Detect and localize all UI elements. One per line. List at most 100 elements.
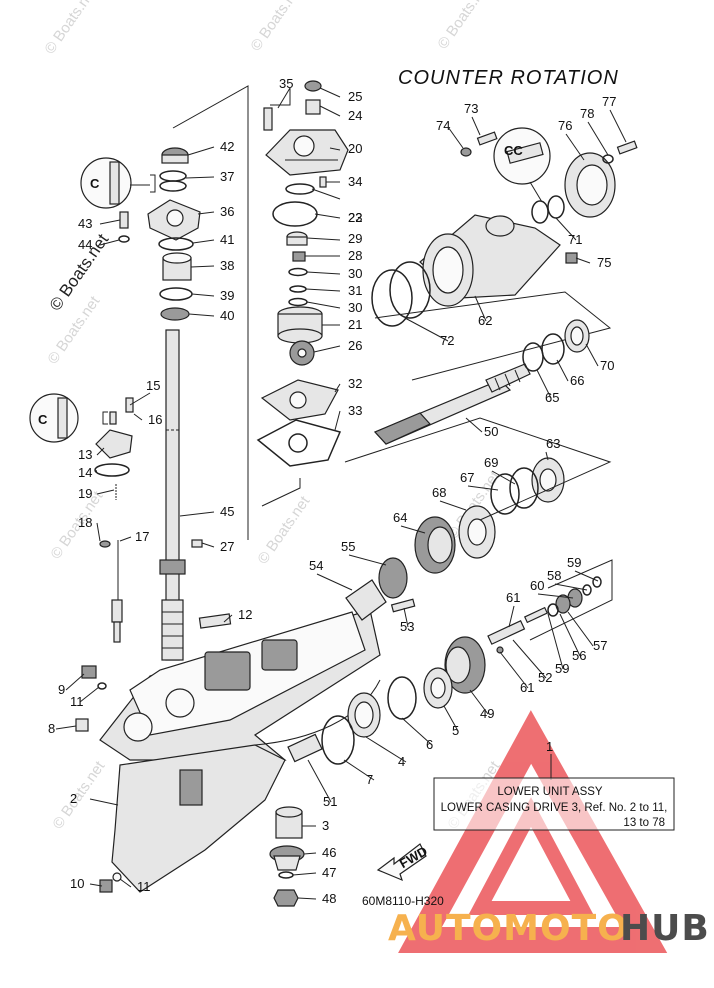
part-number-label: 17 — [135, 529, 149, 544]
part-number-label: 60 — [530, 578, 544, 593]
leader-line — [188, 313, 215, 317]
part-number-label: 11 — [70, 694, 84, 709]
water-pump-group — [256, 80, 349, 507]
leader-line — [297, 897, 317, 900]
part-number-label: 69 — [484, 455, 498, 470]
part-number-label: 76 — [558, 118, 572, 133]
prop-shaft-group — [344, 319, 612, 574]
leader-line — [306, 271, 341, 275]
note-line3: 13 to 78 — [623, 817, 665, 829]
part-number-label: 27 — [220, 539, 234, 554]
part-number-label: 48 — [322, 891, 336, 906]
leader-line — [65, 673, 85, 691]
part-number-label: 66 — [570, 373, 584, 388]
leader-line — [99, 239, 120, 246]
part-number-label: 18 — [78, 515, 92, 530]
key-part — [191, 539, 203, 548]
leader-line — [306, 301, 341, 309]
part-number-label: 9 — [58, 682, 65, 697]
leader-line — [197, 211, 215, 215]
leader-line — [508, 605, 515, 628]
leader-line — [491, 470, 516, 485]
part-number-label: 20 — [348, 141, 362, 156]
svg-text:C: C — [38, 412, 48, 427]
part-number-label: 45 — [220, 504, 234, 519]
part-number-label: 22 — [348, 210, 362, 225]
leader-line — [547, 613, 564, 670]
leader-line — [587, 121, 609, 156]
part-number-label: 38 — [220, 258, 234, 273]
part-number-label: 26 — [348, 338, 362, 353]
svg-text:C: C — [90, 176, 100, 191]
leader-line — [223, 614, 233, 623]
leader-line — [119, 536, 132, 542]
leader-line — [574, 570, 599, 582]
leader-line — [348, 554, 387, 566]
part-number-label: 64 — [393, 510, 407, 525]
part-number-label: 6 — [426, 737, 433, 752]
part-number-label: 30 — [348, 266, 362, 281]
diagram-code: 60M8110-H320 — [362, 894, 444, 908]
part-number-label: 46 — [322, 845, 336, 860]
leader-line — [185, 176, 215, 179]
svg-text:CC: CC — [504, 143, 523, 158]
brand-part2: HUB — [620, 908, 710, 949]
leader-line — [55, 725, 77, 730]
leader-line — [404, 317, 449, 342]
part-number-label: 29 — [348, 231, 362, 246]
part-number-label: 5 — [452, 723, 459, 738]
part-number-label: 31 — [348, 283, 362, 298]
leader-line — [499, 651, 529, 689]
part-number-label: 33 — [348, 403, 362, 418]
leader-line — [334, 410, 341, 431]
leader-line — [96, 489, 115, 495]
leader-line — [467, 485, 499, 491]
leader-line — [443, 705, 459, 732]
part-number-label: 10 — [70, 876, 84, 891]
part-number-label: 70 — [600, 358, 614, 373]
leader-line — [609, 109, 627, 143]
diagram-title: COUNTER ROTATION — [398, 67, 619, 89]
part-number-label: 59 — [567, 555, 581, 570]
part-number-label: 14 — [78, 465, 92, 480]
leader-line — [179, 511, 215, 517]
leader-line — [555, 217, 577, 241]
part-number-label: 19 — [78, 486, 92, 501]
leader-line — [190, 265, 215, 268]
leader-line — [447, 126, 464, 149]
part-number-label: 44 — [78, 237, 92, 252]
leader-line — [334, 383, 341, 393]
leader-line — [129, 392, 151, 406]
forward-gear-group — [269, 636, 486, 907]
part-number-label: 25 — [348, 89, 362, 104]
part-number-label: 32 — [348, 376, 362, 391]
leader-line — [89, 798, 119, 806]
note-box: 1 LOWER UNIT ASSY LOWER CASING DRIVE 3, … — [433, 739, 675, 831]
part-number-label: 67 — [460, 470, 474, 485]
part-number-label: 55 — [341, 539, 355, 554]
leader-line — [99, 219, 121, 225]
part-number-label: 65 — [545, 390, 559, 405]
part-number-label: 59 — [555, 661, 569, 676]
leader-line — [565, 133, 585, 161]
part-number-label: 2 — [70, 791, 77, 806]
leader-line — [585, 343, 599, 367]
part-number-label: 40 — [220, 308, 234, 323]
leader-line — [313, 345, 341, 353]
part-number-label: 34 — [348, 174, 362, 189]
leader-line — [307, 759, 332, 803]
part-number-label: 39 — [220, 288, 234, 303]
part-number-label: 15 — [146, 378, 160, 393]
part-number-label: 78 — [580, 106, 594, 121]
watermark-text: © Boats.net — [247, 0, 306, 54]
leader-line — [465, 417, 483, 433]
leader-line — [89, 883, 103, 887]
leader-line — [95, 469, 98, 474]
part-number-label: 41 — [220, 232, 234, 247]
watermark-text: © Boats.net — [434, 0, 493, 52]
part-number-labels: 3525242034232229283031302126323342373641… — [48, 76, 616, 906]
part-number-label: 7 — [366, 772, 373, 787]
part-number-label: 8 — [48, 721, 55, 736]
logo-triangle — [398, 710, 668, 953]
